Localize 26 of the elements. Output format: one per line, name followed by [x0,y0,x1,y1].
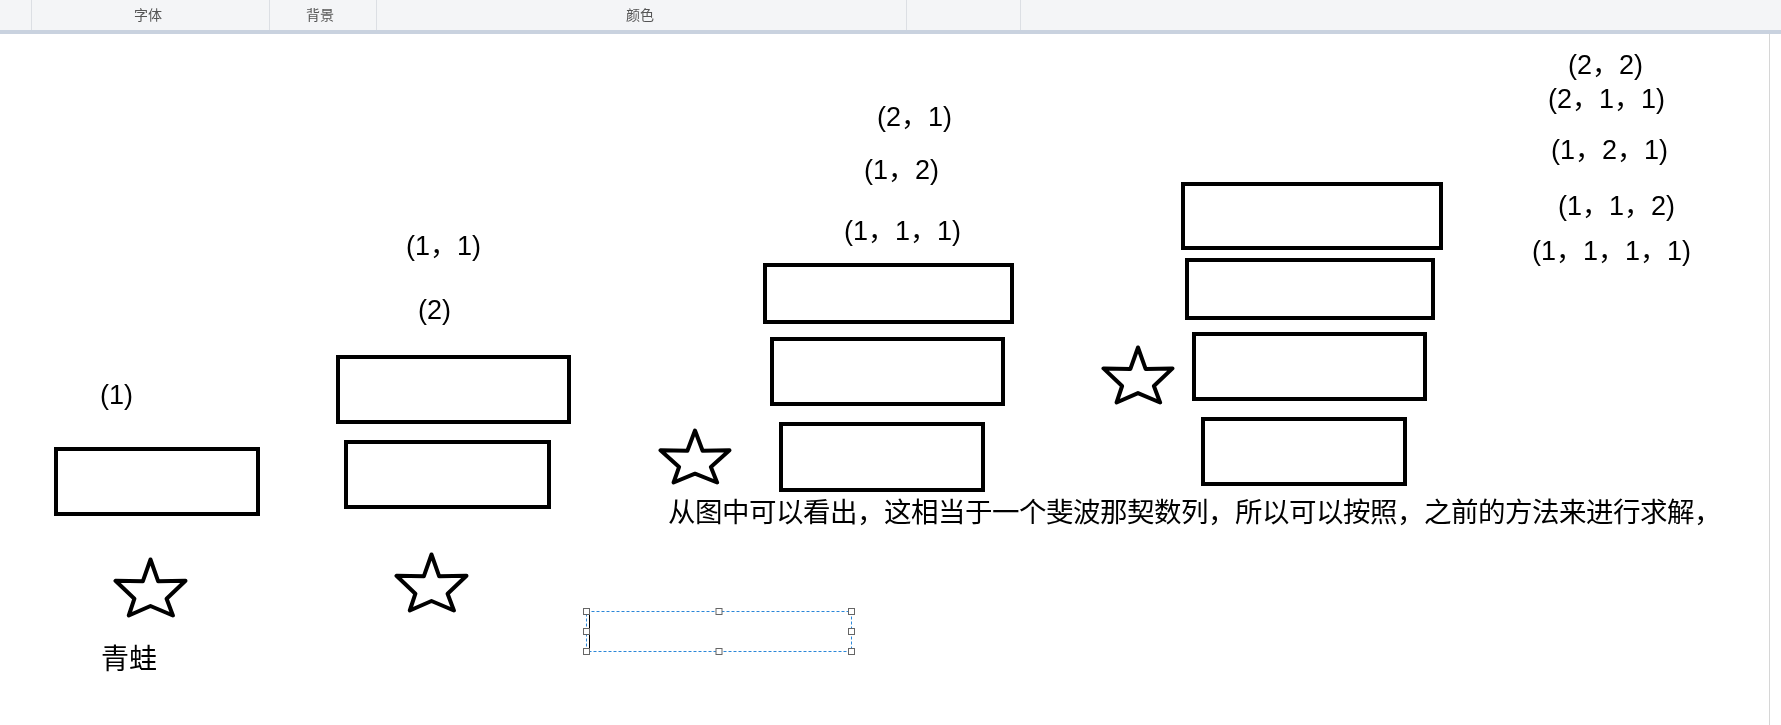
step-combination-label: (1) [100,381,133,410]
step-combination-label: (2，1) [877,103,952,132]
stair-step [1185,258,1435,320]
step-combination-label: (2，2) [1568,51,1643,80]
stair-step [779,422,985,492]
stair-step [344,440,551,509]
stair-step [1181,182,1443,250]
explanation-text: 从图中可以看出，这相当于一个斐波那契数列，所以可以按照，之前的方法来进行求解， [668,499,1721,528]
step-combination-label: (2，1，1) [1548,85,1666,114]
toolbar-group-label: 颜色 [626,7,654,23]
step-combination-label: (1，2) [864,156,939,185]
step-combination-label: (1，1，2) [1558,192,1676,221]
step-combination-label: (1，1，1) [844,217,962,246]
step-combination-label: (2) [418,296,451,325]
stair-step [1201,417,1407,486]
stair-step [54,447,260,516]
stair-step [763,263,1014,324]
step-combination-label: (1，1) [406,232,481,261]
stair-step [1192,332,1427,401]
toolbar-group-label: 背景 [306,7,334,23]
stair-step [770,337,1005,406]
step-combination-label: (1，1，1，1) [1532,237,1692,266]
toolbar-group-label: 字体 [134,7,162,23]
frog-label: 青蛙 [101,645,157,675]
step-combination-label: (1，2，1) [1551,136,1669,165]
stair-step [336,355,571,424]
